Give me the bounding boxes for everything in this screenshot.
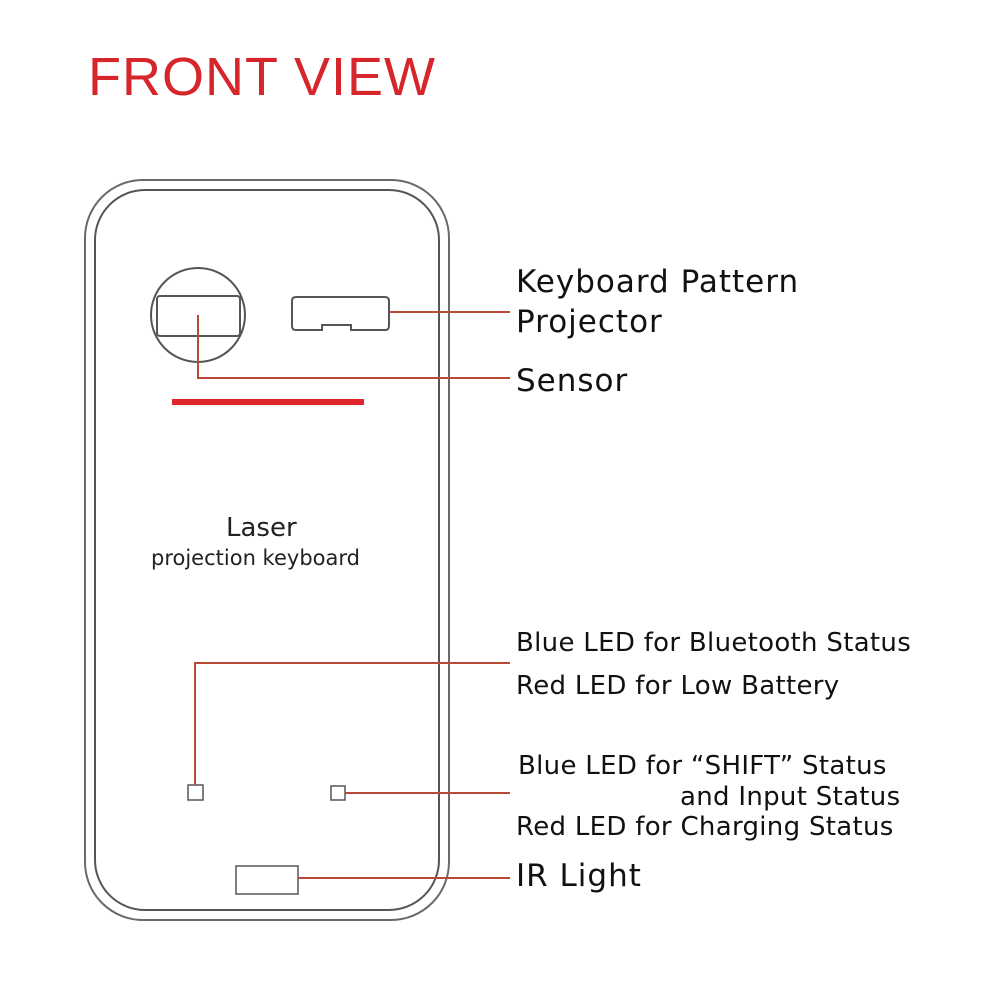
low-battery-led-label: Red LED for Low Battery (516, 671, 840, 701)
red-accent-bar (172, 399, 364, 405)
bluetooth-led-label: Blue LED for Bluetooth Status (516, 628, 912, 658)
device-outer-outline (84, 179, 450, 921)
shift-led-label-line2: and Input Status (680, 782, 901, 812)
left-led (187, 784, 204, 801)
projector-label-line2: Projector (516, 304, 663, 340)
charging-led-label: Red LED for Charging Status (516, 812, 894, 842)
device-title: Laser (226, 513, 297, 543)
bluetooth-led-leader-line (194, 662, 510, 785)
shift-led-label-line1: Blue LED for “SHIFT” Status (518, 751, 887, 781)
sensor-label: Sensor (516, 363, 629, 399)
projector-window (291, 296, 390, 331)
device-subtitle: projection keyboard (151, 546, 360, 570)
page-title: FRONT VIEW (88, 47, 437, 107)
projector-label-line1: Keyboard Pattern (516, 264, 800, 300)
right-led (330, 785, 346, 801)
ir-light-window (235, 865, 299, 895)
ir-light-label: IR Light (516, 858, 642, 894)
sensor-leader-line (197, 315, 510, 379)
device-inner-outline (94, 189, 440, 911)
